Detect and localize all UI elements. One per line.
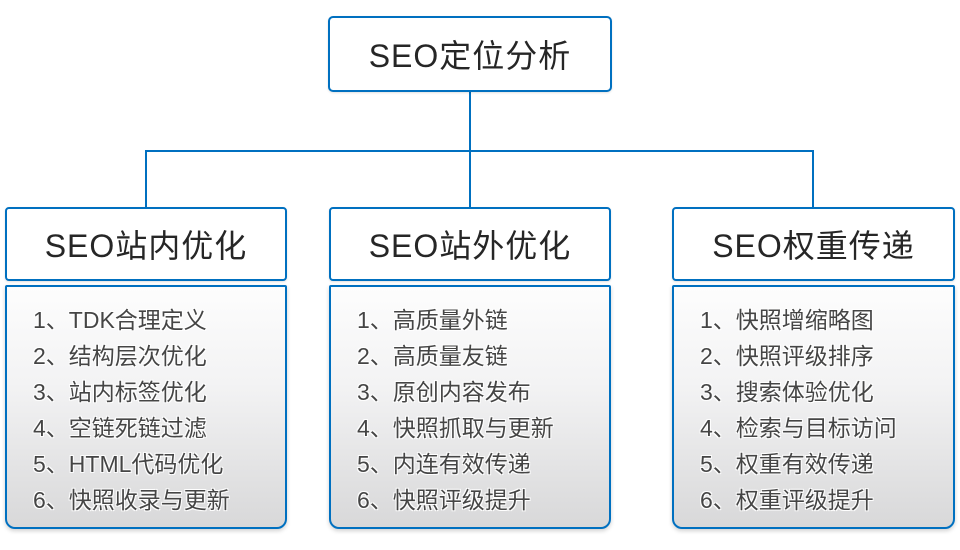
list-item: 2、快照评级排序	[700, 343, 874, 369]
column-title: SEO站外优化	[368, 228, 572, 264]
list-item: 6、快照收录与更新	[33, 487, 230, 513]
column-item-list: 1、TDK合理定义 2、结构层次优化 3、站内标签优化 4、空链死链过滤 5、H…	[5, 285, 287, 529]
connector-rail	[145, 150, 814, 152]
column-offsite-seo: SEO站外优化 1、高质量外链 2、高质量友链 3、原创内容发布 4、快照抓取与…	[329, 207, 611, 529]
list-item: 4、空链死链过滤	[33, 415, 207, 441]
column-title: SEO权重传递	[712, 228, 915, 264]
column-onsite-seo: SEO站内优化 1、TDK合理定义 2、结构层次优化 3、站内标签优化 4、空链…	[5, 207, 287, 529]
root-node: SEO定位分析	[328, 16, 612, 92]
list-item: 1、高质量外链	[357, 307, 508, 333]
list-item: 3、原创内容发布	[357, 379, 531, 405]
list-item: 5、内连有效传递	[357, 451, 531, 477]
list-item: 6、权重评级提升	[700, 487, 874, 513]
connector-left-drop	[145, 150, 147, 207]
column-header: SEO站内优化	[5, 207, 287, 281]
connector-root-drop	[469, 92, 471, 152]
list-item: 1、快照增缩略图	[700, 307, 874, 333]
column-header: SEO站外优化	[329, 207, 611, 281]
list-item: 2、结构层次优化	[33, 343, 207, 369]
column-weight-transfer: SEO权重传递 1、快照增缩略图 2、快照评级排序 3、搜索体验优化 4、检索与…	[672, 207, 955, 529]
list-item: 3、搜索体验优化	[700, 379, 874, 405]
list-item: 4、检索与目标访问	[700, 415, 897, 441]
list-item: 6、快照评级提升	[357, 487, 531, 513]
connector-right-drop	[812, 150, 814, 207]
list-item: 3、站内标签优化	[33, 379, 207, 405]
list-item: 2、高质量友链	[357, 343, 508, 369]
root-node-title: SEO定位分析	[368, 38, 572, 74]
list-item: 1、TDK合理定义	[33, 307, 207, 333]
column-item-list: 1、高质量外链 2、高质量友链 3、原创内容发布 4、快照抓取与更新 5、内连有…	[329, 285, 611, 529]
list-item: 5、HTML代码优化	[33, 451, 224, 477]
column-title: SEO站内优化	[44, 228, 248, 264]
list-item: 4、快照抓取与更新	[357, 415, 554, 441]
column-header: SEO权重传递	[672, 207, 955, 281]
list-item: 5、权重有效传递	[700, 451, 874, 477]
connector-middle-drop	[469, 150, 471, 207]
column-item-list: 1、快照增缩略图 2、快照评级排序 3、搜索体验优化 4、检索与目标访问 5、权…	[672, 285, 955, 529]
